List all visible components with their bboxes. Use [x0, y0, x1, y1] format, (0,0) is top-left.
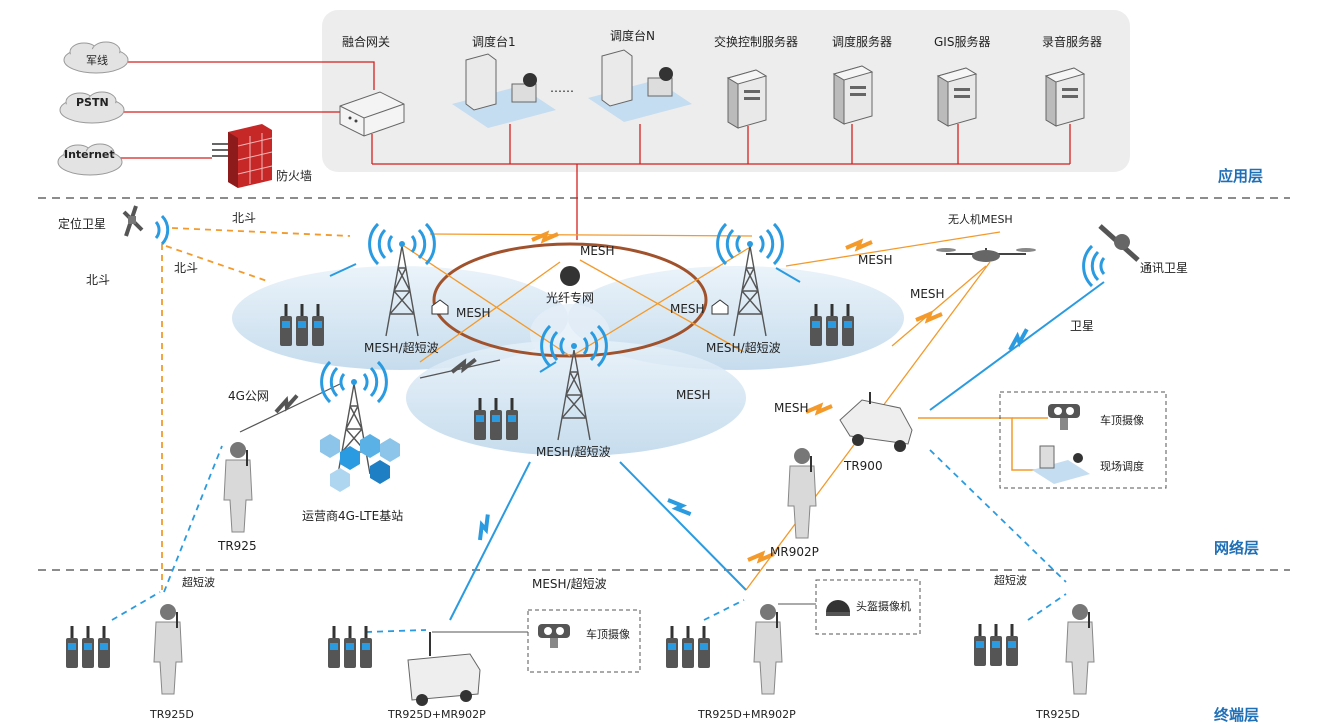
application-panel [322, 10, 1130, 172]
helmet-camera-box [815, 579, 921, 635]
radios-terminal-2 [328, 626, 372, 668]
label-mesh-right: MESH [670, 302, 705, 316]
dispatch-console-1-icon [452, 53, 556, 128]
radios-terminal-1 [66, 626, 110, 668]
label-tr925d-left: TR925D [149, 708, 194, 721]
dispatch-console-n-icon [588, 49, 692, 122]
tower-left-waves-icon [368, 222, 436, 266]
layer-label-terminal: 终端层 [1214, 706, 1259, 724]
record-server-icon [1045, 67, 1085, 127]
gateway-icon [339, 91, 405, 137]
label-tr900: TR900 [843, 459, 883, 473]
layer-label-application: 应用层 [1218, 167, 1263, 185]
label-mr902p: MR902P [770, 545, 819, 559]
gis-server-icon [937, 67, 977, 127]
comm-satellite-waves-icon [1082, 244, 1106, 288]
label-dispatch1: 调度台1 [472, 34, 516, 49]
radios-cell-center [474, 398, 518, 440]
label-dispatchN: 调度台N [610, 28, 655, 43]
firewall-label: 防火墙 [276, 168, 312, 183]
label-gis-server: GIS服务器 [934, 34, 990, 49]
label-comm-satellite: 通讯卫星 [1140, 261, 1188, 275]
fiber-hub-icon [560, 266, 580, 286]
label-mesh-tr900: MESH [774, 401, 809, 415]
blue-links [239, 281, 1105, 621]
cloud-pstn-label: PSTN [76, 96, 109, 109]
radios-terminal-4 [974, 624, 1018, 666]
label-record-server: 录音服务器 [1042, 34, 1102, 49]
label-public-4g: 4G公网 [228, 389, 269, 403]
label-mesh-vhf-terminal: MESH/超短波 [532, 576, 607, 591]
label-mesh-vehicle: MESH [910, 287, 945, 301]
label-fusion-gateway: 融合网关 [342, 34, 390, 49]
label-mesh-center: MESH [580, 244, 615, 258]
label-tower-left: MESH/超短波 [364, 340, 439, 355]
backbone-wiring [118, 61, 1071, 240]
tower-right-waves-icon [716, 222, 784, 266]
position-satellite-waves-icon [154, 214, 170, 246]
label-tr925: TR925 [217, 539, 257, 553]
lte-hex-cluster [320, 434, 400, 492]
radios-cell-left [280, 304, 324, 346]
terminal-camera-box [527, 609, 641, 673]
radios-terminal-3 [666, 626, 710, 668]
mesh-node-left-icon [431, 299, 449, 315]
vehicle-camera-link [918, 417, 1048, 471]
switch-server-icon [727, 69, 767, 129]
tr925d-right-person-icon [1065, 603, 1095, 695]
label-vhf-right: 超短波 [994, 573, 1027, 587]
tr900-vehicle-icon [839, 392, 913, 452]
cloud-internet-label: Internet [64, 148, 115, 161]
helmet-camera-icon [826, 600, 850, 616]
label-tower-right: MESH/超短波 [706, 340, 781, 355]
tr925-person-icon [223, 441, 253, 533]
tr925d-mr902p-person-icon [753, 603, 783, 695]
label-fiber-net: 光纤专网 [546, 290, 594, 305]
label-beidou-left: 北斗 [86, 273, 110, 287]
label-mesh-lower: MESH [676, 388, 711, 402]
label-dispatch-server: 调度服务器 [832, 34, 892, 49]
firewall-icon [212, 124, 273, 188]
label-position-satellite: 定位卫星 [58, 216, 106, 231]
label-tr925d-mr902p-b: TR925D+MR902P [697, 708, 796, 721]
label-tr925d-mr902p-a: TR925D+MR902P [387, 708, 486, 721]
uav-icon [936, 248, 1036, 262]
label-tower-center: MESH/超短波 [536, 444, 611, 459]
radios-cell-right [810, 304, 854, 346]
label-mesh-uav: MESH [858, 253, 893, 267]
label-dots: …… [550, 81, 574, 95]
position-satellite-icon [122, 205, 144, 237]
tr925d-left-person-icon [153, 603, 183, 695]
label-roof-camera-terminal: 车顶摄像 [586, 627, 630, 641]
comm-satellite-icon [1098, 224, 1140, 262]
label-vhf-left: 超短波 [182, 575, 215, 589]
label-helmet-camera: 头盔摄像机 [856, 599, 911, 613]
roof-camera-icon [1048, 404, 1080, 430]
label-switch-server: 交换控制服务器 [714, 34, 798, 49]
label-mesh-left: MESH [456, 306, 491, 320]
label-satellite-link: 卫星 [1070, 319, 1094, 333]
vehicle-camera-box [999, 391, 1167, 489]
dispatch-server-icon [833, 65, 873, 125]
label-lte-station: 运营商4G-LTE基站 [302, 508, 403, 523]
label-tr925d-right: TR925D [1035, 708, 1080, 721]
van-icon [407, 632, 481, 706]
label-beidou-top: 北斗 [232, 211, 256, 225]
dashed-blue-links [111, 445, 1067, 633]
mesh-node-right-icon [711, 299, 729, 315]
layer-label-network: 网络层 [1214, 539, 1259, 557]
field-dispatch-icon [1032, 445, 1090, 484]
cloud-military-label: 军线 [86, 53, 108, 67]
short-blue-arrows [329, 263, 801, 373]
mr902p-person-icon [787, 447, 817, 539]
label-field-dispatch: 现场调度 [1100, 459, 1144, 473]
label-roof-camera-right: 车顶摄像 [1100, 413, 1144, 427]
label-beidou-mid: 北斗 [174, 261, 198, 275]
beidou-links [161, 227, 351, 590]
label-uav-mesh: 无人机MESH [948, 212, 1013, 226]
terminal-roof-camera-icon [538, 624, 570, 648]
